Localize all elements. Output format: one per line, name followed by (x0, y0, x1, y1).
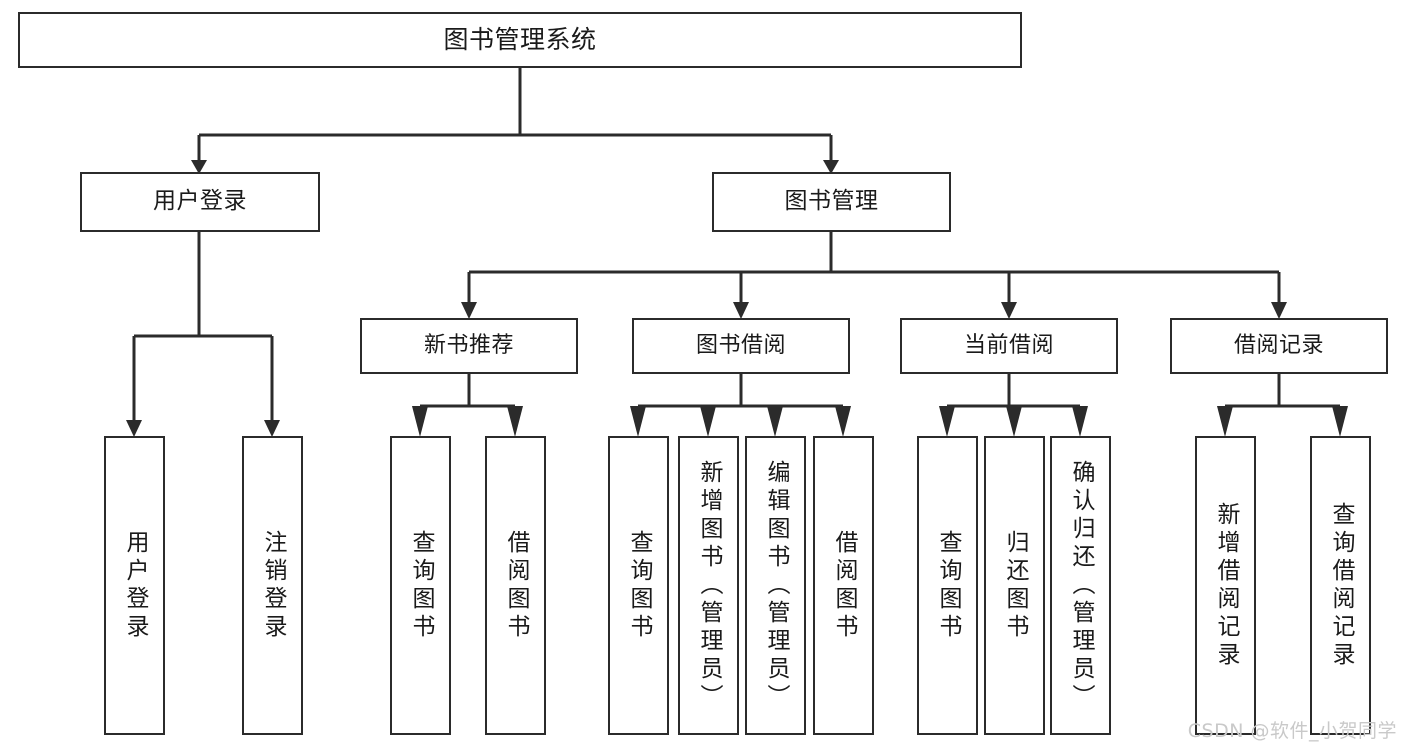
arrow-head-leaf-add-book (700, 406, 716, 437)
node-root-label: 图书管理系统 (443, 25, 597, 55)
leaf-query-book-current-label: 查询图书 (935, 529, 961, 642)
node-current-borrow[interactable]: 当前借阅 (900, 318, 1118, 374)
leaf-add-borrow-record-label: 新增借阅记录 (1213, 501, 1239, 670)
arrow-head-leaf-query-book-1 (412, 406, 428, 437)
node-book-management-label: 图书管理 (784, 188, 879, 215)
leaf-query-book-new[interactable]: 查询图书 (390, 436, 451, 735)
arrow-head-current-borrow (1001, 302, 1017, 319)
node-new-book-recommend-label: 新书推荐 (423, 333, 514, 359)
arrow-head-leaf-confirm-return (1072, 406, 1088, 437)
node-current-borrow-label: 当前借阅 (963, 333, 1054, 359)
node-book-borrow-label: 图书借阅 (695, 333, 786, 359)
leaf-user-login-label: 用户登录 (122, 529, 148, 642)
leaf-add-book-admin[interactable]: 新增图书（管理员） (678, 436, 739, 735)
node-user-login[interactable]: 用户登录 (80, 172, 320, 232)
leaf-query-book-borrow-label: 查询图书 (626, 529, 652, 642)
arrow-head-leaf-user-login (126, 420, 142, 437)
leaf-edit-book-admin-label: 编辑图书（管理员） (763, 459, 789, 712)
leaf-query-borrow-record-label: 查询借阅记录 (1328, 501, 1354, 670)
leaf-query-borrow-record[interactable]: 查询借阅记录 (1310, 436, 1371, 735)
leaf-query-book-current[interactable]: 查询图书 (917, 436, 978, 735)
node-user-login-label: 用户登录 (153, 188, 247, 215)
leaf-borrow-book-new-label: 借阅图书 (503, 529, 529, 642)
arrow-head-new-book (461, 302, 477, 319)
leaf-edit-book-admin[interactable]: 编辑图书（管理员） (745, 436, 806, 735)
node-new-book-recommend[interactable]: 新书推荐 (360, 318, 578, 374)
leaf-logout-label: 注销登录 (260, 529, 286, 642)
leaf-borrow-book-label: 借阅图书 (831, 529, 857, 642)
arrow-head-leaf-borrow-book-2 (835, 406, 851, 437)
node-book-borrow[interactable]: 图书借阅 (632, 318, 850, 374)
arrow-head-leaf-return-book (1006, 406, 1022, 437)
arrow-head-book-borrow (733, 302, 749, 319)
arrow-head-leaf-logout (264, 420, 280, 437)
leaf-add-borrow-record[interactable]: 新增借阅记录 (1195, 436, 1256, 735)
leaf-return-book-label: 归还图书 (1002, 529, 1028, 642)
arrow-head-leaf-query-book-2 (630, 406, 646, 437)
leaf-borrow-book-new[interactable]: 借阅图书 (485, 436, 546, 735)
leaf-query-book-borrow[interactable]: 查询图书 (608, 436, 669, 735)
leaf-query-book-new-label: 查询图书 (408, 529, 434, 642)
node-book-management[interactable]: 图书管理 (712, 172, 951, 232)
leaf-confirm-return-admin-label: 确认归还（管理员） (1068, 459, 1094, 712)
leaf-borrow-book[interactable]: 借阅图书 (813, 436, 874, 735)
node-borrow-record[interactable]: 借阅记录 (1170, 318, 1388, 374)
node-borrow-record-label: 借阅记录 (1233, 333, 1324, 359)
arrow-head-leaf-query-book-3 (939, 406, 955, 437)
arrow-head-borrow-record (1271, 302, 1287, 319)
leaf-user-login[interactable]: 用户登录 (104, 436, 165, 735)
leaf-return-book[interactable]: 归还图书 (984, 436, 1045, 735)
leaf-logout[interactable]: 注销登录 (242, 436, 303, 735)
node-root-book-management-system[interactable]: 图书管理系统 (18, 12, 1022, 68)
leaf-confirm-return-admin[interactable]: 确认归还（管理员） (1050, 436, 1111, 735)
leaf-add-book-admin-label: 新增图书（管理员） (696, 459, 722, 712)
arrow-head-leaf-borrow-book-1 (507, 406, 523, 437)
watermark: CSDN @软件_小贺同学 (1187, 720, 1397, 742)
arrow-head-leaf-edit-book (767, 406, 783, 437)
arrow-head-leaf-add-record (1217, 406, 1233, 437)
arrow-head-leaf-query-record (1332, 406, 1348, 437)
